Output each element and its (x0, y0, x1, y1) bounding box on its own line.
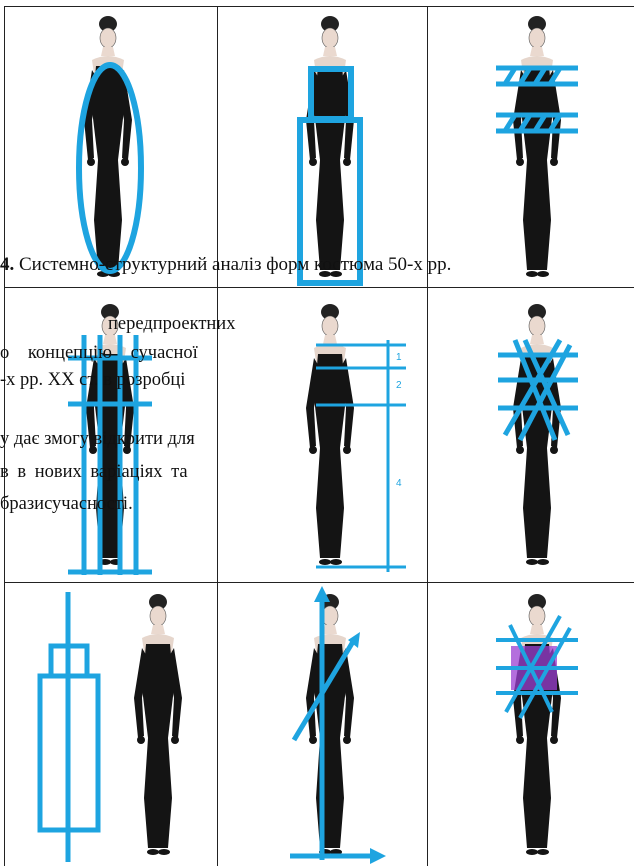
paragraph-line: в в нових варіаціях та (0, 458, 188, 487)
woman-figure (513, 16, 561, 277)
caption-number: 4. (0, 254, 14, 275)
measure-label-4: 4 (396, 478, 402, 489)
woman-figure (306, 594, 354, 855)
caption-text: Системно-структурний аналіз форм костюма… (19, 254, 451, 275)
woman-figure (84, 16, 132, 277)
woman-figure (134, 594, 182, 855)
paragraph-line: передпроектних (108, 310, 235, 339)
paragraph-line: у дає змогу відкрити для (0, 425, 195, 454)
figure-caption: 4. Системно-структурний аналіз форм кост… (0, 253, 634, 277)
measurement-labels: 1 2 4 (396, 352, 402, 489)
woman-figure (513, 594, 561, 855)
paragraph-line: -х рр. XX ст. в розробці (0, 366, 185, 395)
woman-figure (306, 16, 354, 277)
woman-figure (306, 304, 354, 565)
measure-label-1: 1 (396, 352, 402, 363)
silhouette-blocks (40, 592, 98, 862)
measure-label-2: 2 (396, 380, 402, 391)
paragraph-line: бразисучасності. (0, 490, 133, 519)
paragraph-line: о концепцію сучасної (0, 339, 198, 368)
